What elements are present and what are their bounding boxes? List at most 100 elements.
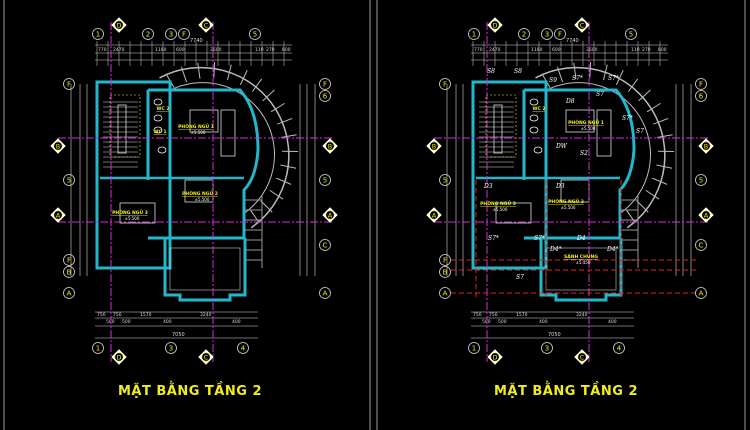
grid-bubble-left-label: F: [67, 257, 71, 265]
opening-tag: S8: [487, 68, 495, 75]
grid-bubble-top-circle: [625, 28, 637, 40]
grid-bubble-bottom-label: 4: [617, 345, 622, 353]
opening-tag: S7: [516, 274, 524, 281]
grid-diamond-top-circle: [114, 20, 124, 30]
grid-bubble-bottom-label: 4: [241, 345, 246, 353]
grid-diamond-top-circle: [201, 20, 211, 30]
grid-diamond-top-label: D: [492, 22, 497, 30]
toilet-fixture: [153, 114, 163, 122]
room-level: ±5.500: [561, 205, 576, 210]
grid-bubble-left-circle: [439, 266, 451, 278]
axis-diamond-left-circle: [429, 141, 439, 151]
grid-bubble-right-label: C: [699, 242, 704, 250]
stair-tread: [636, 200, 649, 213]
grid-bubble-bottom-label: 1: [472, 345, 476, 353]
stair-tread: [226, 64, 232, 81]
axis-diamond-right-circle: [701, 141, 711, 151]
toilet-fixture: [529, 114, 539, 122]
room-level: ±5.500: [581, 126, 596, 131]
grid-bubble-top-circle: [165, 28, 177, 40]
stair-tread: [280, 164, 297, 169]
stair-tread: [652, 177, 668, 185]
grid-bubble-top-circle: [92, 28, 104, 40]
opening-tag: S7*: [608, 75, 619, 82]
toilet-fixture: [157, 146, 167, 154]
axis-diamond-left-label: B: [56, 143, 60, 151]
grid-bubble-right-label: A: [699, 290, 704, 298]
grid-diamond-bottom-label: C: [204, 354, 209, 362]
grid-bubble-right-circle: [695, 90, 707, 102]
grid-bubble-left-circle: [439, 254, 451, 266]
bottom-dimension: 750: [473, 312, 482, 318]
grid-bubble-left-circle: [63, 174, 75, 186]
grid-bubble-right-label: 6: [699, 93, 704, 101]
grid-bubble-bottom-label: 1: [96, 345, 100, 353]
stair-tread: [280, 134, 297, 138]
stair-tread: [656, 134, 673, 138]
room-level: ±5.450: [576, 260, 591, 265]
stair-tread: [262, 89, 275, 102]
top-dimension: 1180: [155, 47, 167, 53]
grid-diamond-bottom-circle: [114, 352, 124, 362]
grid-bubble-left-label: B: [67, 269, 72, 277]
grid-bubble-left-label: F: [443, 257, 447, 265]
bed: [495, 202, 532, 224]
grid-bubble-bottom-circle: [237, 342, 249, 354]
bottom-dimension: 400: [163, 319, 172, 325]
opening-tag: S9: [549, 77, 557, 84]
bed: [560, 179, 590, 203]
grid-bubble-top-label: 2: [522, 31, 526, 39]
wall-entrance-bay: [539, 238, 623, 302]
grid-bubble-right-label: 5: [323, 177, 327, 185]
stair-tread: [602, 64, 608, 81]
room-name: WC 2: [157, 106, 170, 112]
grid-diamond-bottom-circle: [577, 352, 587, 362]
grid-bubble-right-label: 6: [323, 93, 328, 101]
overall-top-dimension: 7740: [190, 38, 203, 44]
stair-tread: [645, 189, 660, 200]
wardrobe: [220, 109, 236, 157]
grid-bubble-bottom-label: 3: [169, 345, 173, 353]
room-name: PHÒNG NGỦ 2: [182, 189, 218, 197]
grid-bubble-left-circle: [63, 78, 75, 90]
stair-tread: [251, 78, 263, 93]
grid-bubble-left-circle: [439, 78, 451, 90]
bed: [189, 109, 219, 133]
grid-bubble-right-circle: [695, 287, 707, 299]
room-name: PHÒNG NGỦ 1: [178, 122, 214, 130]
grid-bubble-top-circle: [468, 28, 480, 40]
stair-arc-outer: [535, 66, 666, 229]
top-dimension: 270: [642, 47, 651, 53]
top-dimension: 3600: [210, 47, 222, 53]
grid-bubble-bottom-circle: [92, 342, 104, 354]
toilet-fixture: [153, 126, 163, 134]
grid-bubble-right-circle: [319, 287, 331, 299]
axis-diamond-left-circle: [53, 210, 63, 220]
top-dimension: 800: [658, 47, 667, 53]
room-level: ±5.500: [493, 207, 508, 212]
bottom-dimension: 500: [106, 319, 115, 325]
opening-tag: D4*: [606, 246, 619, 253]
opening-tag: S7*: [622, 115, 633, 122]
grid-bubble-bottom-circle: [468, 342, 480, 354]
grid-bubble-top-label: 3: [545, 31, 549, 39]
opening-tag: S7*: [534, 235, 545, 242]
grid-bubble-top-label: 1: [472, 31, 476, 39]
grid-diamond-top-label: C: [204, 22, 209, 30]
axis-diamond-right-label: A: [328, 212, 333, 220]
grid-bubble-left-circle: [63, 287, 75, 299]
grid-diamond-bottom-circle: [490, 352, 500, 362]
grid-bubble-right-label: 5: [699, 177, 703, 185]
room-name: SẢNH CHUNG: [564, 252, 598, 260]
bed: [119, 202, 156, 224]
opening-tag: DW: [555, 143, 568, 150]
stair-tread: [180, 66, 188, 83]
wall-left-block: [95, 80, 172, 270]
grid-bubble-left-label: F: [67, 81, 71, 89]
bottom-dimension: 500: [482, 319, 491, 325]
top-dimension: 270: [266, 47, 275, 53]
wardrobe: [596, 109, 612, 157]
opening-tag: S7: [596, 91, 604, 98]
grid-bubble-top-label: 3: [169, 31, 173, 39]
